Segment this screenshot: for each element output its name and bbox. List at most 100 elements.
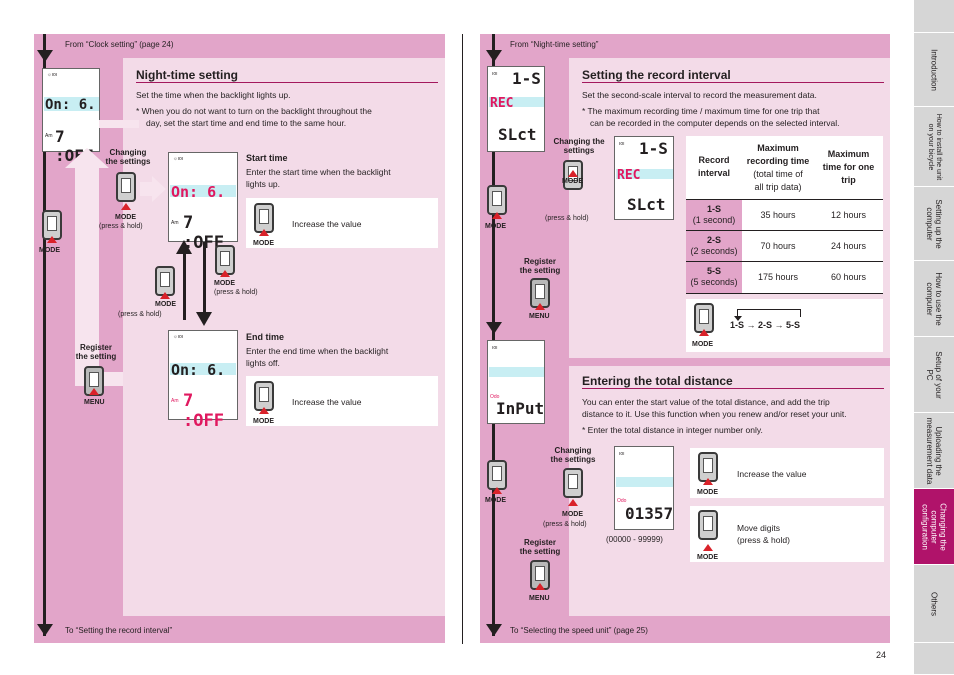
total-distance-title: Entering the total distance (582, 374, 884, 389)
lcd-am-text: Am (45, 133, 53, 139)
tab-setting-up[interactable]: Setting up the computer (914, 187, 954, 261)
mode-label: MODE (115, 214, 136, 221)
tab-introduction[interactable]: Introduction (914, 33, 954, 107)
tab-how-to-use[interactable]: How to use the computer (914, 261, 954, 337)
press-icon (568, 499, 578, 506)
tab-changing-configuration[interactable]: Changing the computer configuration (914, 489, 954, 565)
lcd-digits-text: 01357 (625, 504, 674, 523)
tab-others[interactable]: Others (914, 565, 954, 643)
increase-label: Increase the value (737, 469, 807, 479)
lcd-end-time: ☼ıoı On: 6. Am 7 :OFF (168, 330, 238, 431)
menu-button-device[interactable] (84, 366, 104, 396)
press-icon (535, 583, 545, 590)
mode-button-device[interactable] (563, 468, 583, 498)
loop-arrow-head (65, 148, 109, 168)
move-digits-label: Move digits(press & hold) (737, 523, 790, 545)
right-arrow-shaft (140, 182, 154, 196)
table-cell: 70 hours (760, 241, 796, 251)
press-icon (259, 407, 269, 414)
cycle-box (686, 299, 883, 352)
mode-button-device-2[interactable] (116, 172, 136, 202)
press-hold-label: (press & hold) (99, 223, 143, 230)
table-cell: 24 hours (830, 241, 867, 251)
loop-arrow-shaft (75, 160, 99, 380)
cycle-loop-line (737, 309, 801, 317)
loop-arrow-connector (99, 120, 139, 128)
night-time-title: Night-time setting (136, 68, 438, 83)
lcd-on-text: On: 6. (45, 97, 96, 113)
menu-label: MENU (529, 595, 550, 602)
right-to-label: To “Selecting the speed unit” (page 25) (510, 626, 648, 635)
mode-label: MODE (562, 511, 583, 518)
right-arrow-head (152, 176, 166, 202)
press-icon (535, 303, 545, 310)
lcd-on-text: On: 6. (171, 361, 226, 379)
lcd-rec-text: REC (617, 168, 641, 183)
left-to-label: To “Setting the record interval” (65, 626, 173, 635)
lcd-slct-text: SLct (498, 125, 537, 144)
table-cell: 60 hours (830, 272, 867, 282)
page-divider (462, 34, 463, 644)
lcd-start-time: ☼ıoı On: 6. Am 7 :OFF (168, 152, 238, 253)
left-flow-arrow-bottom (37, 624, 53, 636)
table-rule (686, 199, 883, 200)
total-distance-note: * Enter the total distance in integer nu… (582, 425, 763, 435)
mode-label: MODE (485, 223, 506, 230)
night-time-note-2: day, set the start time and end time to … (146, 118, 347, 128)
table-row: 5-S(5 seconds) (690, 266, 738, 287)
lcd-odo-text: Odo (490, 394, 500, 400)
total-distance-desc-1: You can enter the start value of the tot… (582, 397, 830, 407)
end-time-title: End time (246, 332, 285, 342)
increase-label: Increase the value (292, 397, 362, 407)
press-hold-label: (press & hold) (545, 215, 589, 222)
press-icon (699, 329, 709, 336)
press-icon (703, 478, 713, 485)
lcd-1s-text: 1-S (639, 139, 668, 158)
move-digits-box (690, 506, 884, 562)
tab-uploading[interactable]: Uploading the measurement data (914, 413, 954, 489)
press-icon (47, 236, 57, 243)
record-interval-desc: Set the second-scale interval to record … (582, 90, 817, 100)
menu-button-device[interactable] (530, 560, 550, 590)
lcd-rec-text: REC (490, 96, 514, 111)
press-icon (492, 487, 502, 494)
mode-label: MODE (485, 497, 506, 504)
menu-button-device[interactable] (530, 278, 550, 308)
start-time-title: Start time (246, 153, 288, 163)
down-arrow-head (196, 312, 212, 326)
mode-button-device[interactable] (698, 510, 718, 540)
table-rule (686, 261, 883, 262)
table-code-column (686, 200, 742, 294)
right-flow-arrow-top (486, 50, 502, 62)
lcd-record-main: ıoı 1-S REC SLct (487, 66, 545, 152)
lcd-input: ıoı Odo InPut (487, 340, 545, 424)
lcd-1s-text: 1-S (512, 69, 541, 88)
left-flow-stub (43, 34, 46, 50)
lcd-record-select: ıoı 1-S REC SLct (614, 136, 674, 220)
press-icon (121, 203, 131, 210)
mode-button-device[interactable] (487, 460, 507, 490)
lcd-slct-text: SLct (627, 195, 666, 214)
press-icon (89, 388, 99, 395)
tab-setup-pc[interactable]: Setup of your PC (914, 337, 954, 413)
right-flow-line (492, 34, 495, 636)
press-icon (492, 212, 502, 219)
press-icon (259, 229, 269, 236)
table-rule (686, 293, 883, 294)
press-icon (568, 170, 578, 177)
mode-label: MODE (253, 418, 274, 425)
lcd-digits: ıoı Odo 01357 (614, 446, 674, 530)
record-interval-title: Setting the record interval (582, 68, 884, 83)
lcd-on-text: On: 6. (171, 183, 226, 201)
mode-button-device[interactable] (487, 185, 507, 215)
mode-button-device[interactable] (215, 245, 235, 275)
range-label: (00000 - 99999) (606, 535, 663, 544)
tab-spacer (914, 0, 954, 33)
tab-install[interactable]: How to install the unit on your bicycle (914, 107, 954, 187)
